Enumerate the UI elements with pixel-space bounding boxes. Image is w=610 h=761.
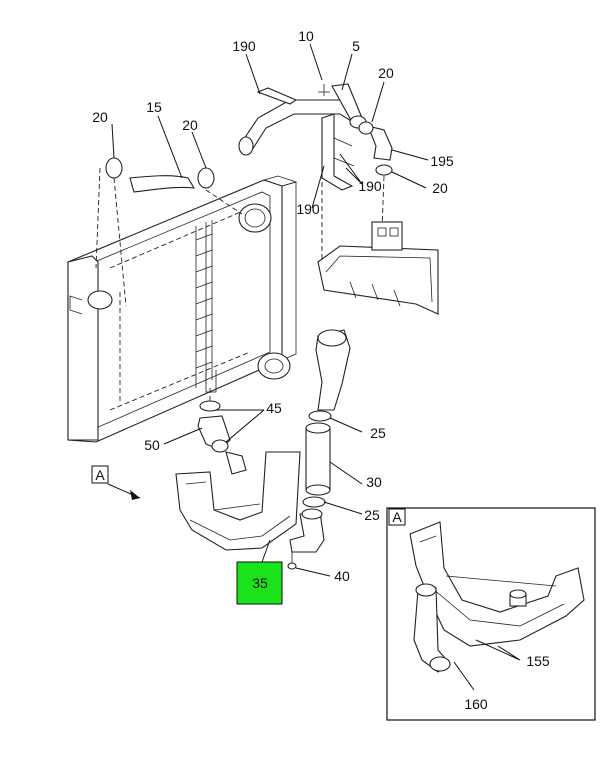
callout-label[interactable]: 20	[378, 65, 394, 81]
callout-label[interactable]: 155	[526, 653, 550, 669]
view-marker-detail: A	[392, 509, 402, 525]
callout-label[interactable]: 20	[92, 109, 108, 125]
callout-label[interactable]: 190	[296, 201, 320, 217]
engine-section	[317, 221, 439, 315]
callout-label-highlighted[interactable]: 35	[252, 575, 268, 591]
callout-label[interactable]: 30	[366, 474, 382, 490]
callout-label[interactable]: 160	[464, 696, 488, 712]
callout-label[interactable]: 40	[334, 568, 350, 584]
view-marker-main: A	[95, 467, 105, 483]
callout-label[interactable]: 45	[266, 400, 282, 416]
callout-label[interactable]: 20	[182, 117, 198, 133]
upper-coolant-tube	[238, 83, 393, 262]
highlighted-callout-box[interactable]	[236, 561, 283, 605]
callout-label[interactable]: 195	[430, 153, 454, 169]
callout-label[interactable]: 25	[364, 507, 380, 523]
detail-view-a	[386, 507, 596, 721]
callout-label[interactable]: 25	[370, 425, 386, 441]
radiator-assembly	[67, 175, 298, 443]
crossover-pipe-35	[175, 451, 325, 570]
callout-label[interactable]: 190	[232, 38, 256, 54]
callout-label[interactable]: 15	[146, 99, 162, 115]
leader-lines	[107, 43, 429, 577]
callout-label[interactable]: 20	[432, 180, 448, 196]
detail-marker-box	[388, 508, 406, 526]
upper-hose-15	[95, 157, 243, 307]
callout-label[interactable]: 190	[358, 178, 382, 194]
lower-piping	[197, 329, 351, 508]
callout-labels: 190 10 5 20 15 20 20 195 190 20 190 45 5…	[92, 28, 550, 712]
callout-label[interactable]: 5	[352, 38, 360, 54]
view-marker-box	[91, 465, 109, 484]
callout-label[interactable]: 10	[298, 28, 314, 44]
callout-label[interactable]: 50	[144, 437, 160, 453]
